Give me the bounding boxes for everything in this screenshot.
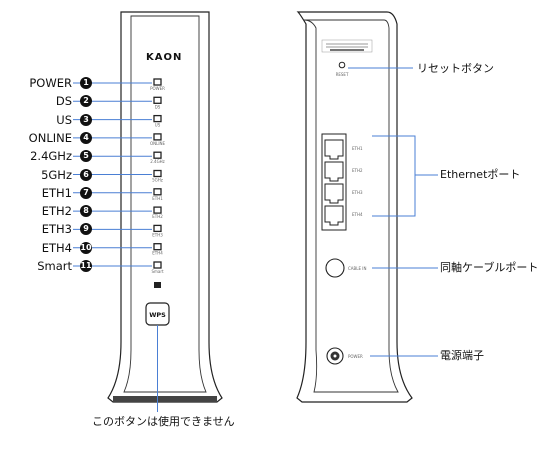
front-view: POWER DS US ONLINE 2.4GHz 5GHzETH1ETH2ETH3ETH… — [73, 11, 223, 412]
callout-coax: 同軸ケーブルポート — [440, 261, 539, 274]
ethernet-port-1 — [324, 139, 344, 160]
callout-power: 電源端子 — [440, 349, 484, 362]
led-number-badge: 8 — [80, 205, 92, 218]
front-led-4 — [153, 133, 162, 141]
front-led-extra — [154, 282, 161, 288]
led-number-badge: 7 — [80, 186, 92, 199]
led-label-eth3: ETH3 — [41, 222, 72, 237]
front-led-2 — [153, 96, 162, 104]
ethernet-port-2 — [324, 161, 344, 182]
front-led-tiny-label: POWER — [150, 86, 165, 91]
front-led-11 — [153, 261, 162, 269]
front-led-tiny-label: ETH2 — [152, 214, 163, 219]
front-led-tiny-label: ETH3 — [152, 232, 163, 237]
led-number-badge: 3 — [80, 113, 92, 126]
power-tiny-label: POWER — [348, 354, 363, 359]
wps-button-label: WPS — [149, 311, 166, 319]
front-led-7 — [153, 188, 162, 196]
led-label-24ghz: 2.4GHz — [30, 149, 72, 164]
front-led-5 — [153, 151, 162, 159]
front-led-tiny-label: US — [155, 123, 161, 128]
front-led-tiny-label: ONLINE — [150, 141, 166, 146]
led-number-badge: 6 — [80, 168, 92, 181]
front-led-6 — [153, 169, 162, 178]
front-led-tiny-label: DS — [155, 104, 161, 109]
led-number-badge: 4 — [80, 131, 92, 144]
reset-tiny-label: RESET — [336, 72, 349, 77]
led-number-badge: 10 — [80, 241, 92, 254]
led-label-eth2: ETH2 — [41, 204, 72, 219]
led-label-smart: Smart — [37, 259, 72, 273]
front-led-8 — [153, 206, 162, 214]
led-label-eth1: ETH1 — [41, 185, 72, 200]
callout-reset: リセットボタン — [417, 62, 494, 75]
led-label-ds: DS — [55, 94, 72, 109]
led-number-badge: 5 — [80, 150, 92, 163]
front-led-tiny-label: ETH1 — [152, 196, 163, 201]
wps-note: このボタンは使用できません — [92, 415, 235, 428]
front-led-tiny-label: 2.4GHz — [150, 159, 165, 164]
ethernet-port-4 — [324, 205, 344, 226]
coax-port — [325, 258, 345, 278]
front-led-1 — [153, 78, 162, 86]
front-led-tiny-label: 5GHz — [152, 178, 163, 183]
coax-tiny-label: CABLE IN — [348, 266, 366, 271]
led-label-eth4: ETH4 — [41, 240, 72, 255]
led-number-badge: 11 — [80, 260, 92, 272]
led-label-online: ONLINE — [28, 130, 72, 145]
callout-ethernet: Ethernetポート — [440, 168, 521, 181]
ethernet-port-tiny-label: ETH2 — [352, 168, 363, 173]
brand-logo: KAON — [146, 52, 183, 63]
front-led-tiny-label: ETH4 — [152, 251, 163, 256]
ethernet-port-tiny-label: ETH4 — [352, 212, 363, 217]
front-led-9 — [153, 224, 162, 233]
led-number-badge: 1 — [80, 77, 92, 89]
ethernet-port-tiny-label: ETH1 — [352, 146, 363, 151]
ethernet-port-3 — [324, 183, 344, 204]
front-led-10 — [153, 243, 162, 251]
front-led-tiny-label: Smart — [151, 269, 164, 274]
ethernet-port-tiny-label: ETH3 — [352, 190, 363, 195]
led-number-badge: 9 — [80, 223, 92, 236]
led-number-badge: 2 — [80, 95, 92, 108]
led-label-5ghz: 5GHz — [41, 167, 72, 182]
front-led-3 — [153, 114, 162, 123]
led-label-us: US — [56, 112, 72, 127]
led-label-power: POWER — [29, 76, 72, 90]
